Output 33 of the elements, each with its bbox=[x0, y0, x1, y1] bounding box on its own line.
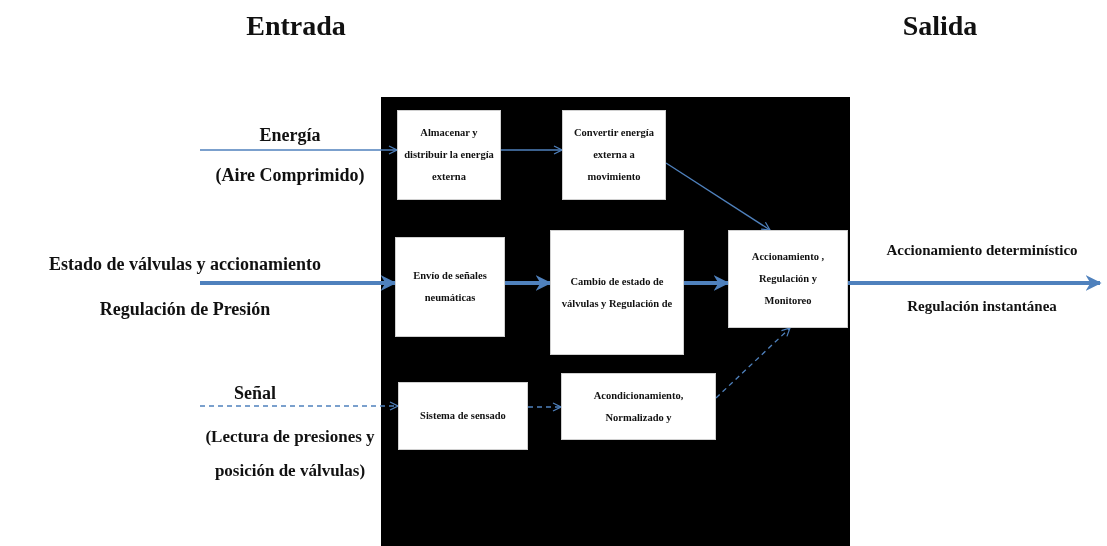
annotation-text: (Aire Comprimido) bbox=[214, 164, 366, 187]
arrow bbox=[200, 275, 397, 291]
arrow bbox=[665, 162, 771, 231]
arrow bbox=[505, 275, 552, 291]
annotation-text: Regulación instantánea bbox=[906, 297, 1058, 316]
process-label: Cambio de estado de válvulas y Regulación de bbox=[560, 274, 674, 311]
annotation-text: Regulación de Presión bbox=[98, 298, 272, 321]
process-box bbox=[398, 382, 528, 450]
section-heading: Entrada bbox=[245, 9, 347, 43]
process-label: Accionamiento , Regulación y Monitoreo bbox=[750, 250, 826, 308]
arrow bbox=[199, 401, 399, 411]
process-label: Almacenar y distribuir la energía externa bbox=[404, 126, 494, 184]
process-label: Acondicionamiento, Normalizado y bbox=[592, 388, 685, 425]
arrow bbox=[848, 275, 1102, 291]
process-box bbox=[562, 110, 666, 200]
process-label: Convertir energía externa a movimiento bbox=[573, 126, 655, 184]
arrow bbox=[500, 145, 563, 155]
edge-label: Estado de válvulas y accionamiento bbox=[47, 254, 323, 275]
section-heading: Salida bbox=[901, 9, 979, 43]
process-box bbox=[728, 230, 848, 328]
process-label: Envío de señales neumáticas bbox=[412, 269, 488, 305]
process-box bbox=[550, 230, 684, 355]
arrow bbox=[684, 275, 730, 291]
arrow bbox=[199, 145, 398, 155]
arrow bbox=[715, 327, 791, 399]
process-box bbox=[561, 373, 716, 440]
process-box bbox=[397, 110, 501, 200]
process-label: Sistema de sensado bbox=[420, 409, 506, 423]
edge-label: Energía bbox=[257, 125, 323, 146]
system-block bbox=[381, 97, 850, 546]
annotation-text: (Lectura de presiones y posición de válvulas) bbox=[204, 426, 376, 482]
arrow bbox=[527, 402, 562, 412]
process-box bbox=[395, 237, 505, 337]
